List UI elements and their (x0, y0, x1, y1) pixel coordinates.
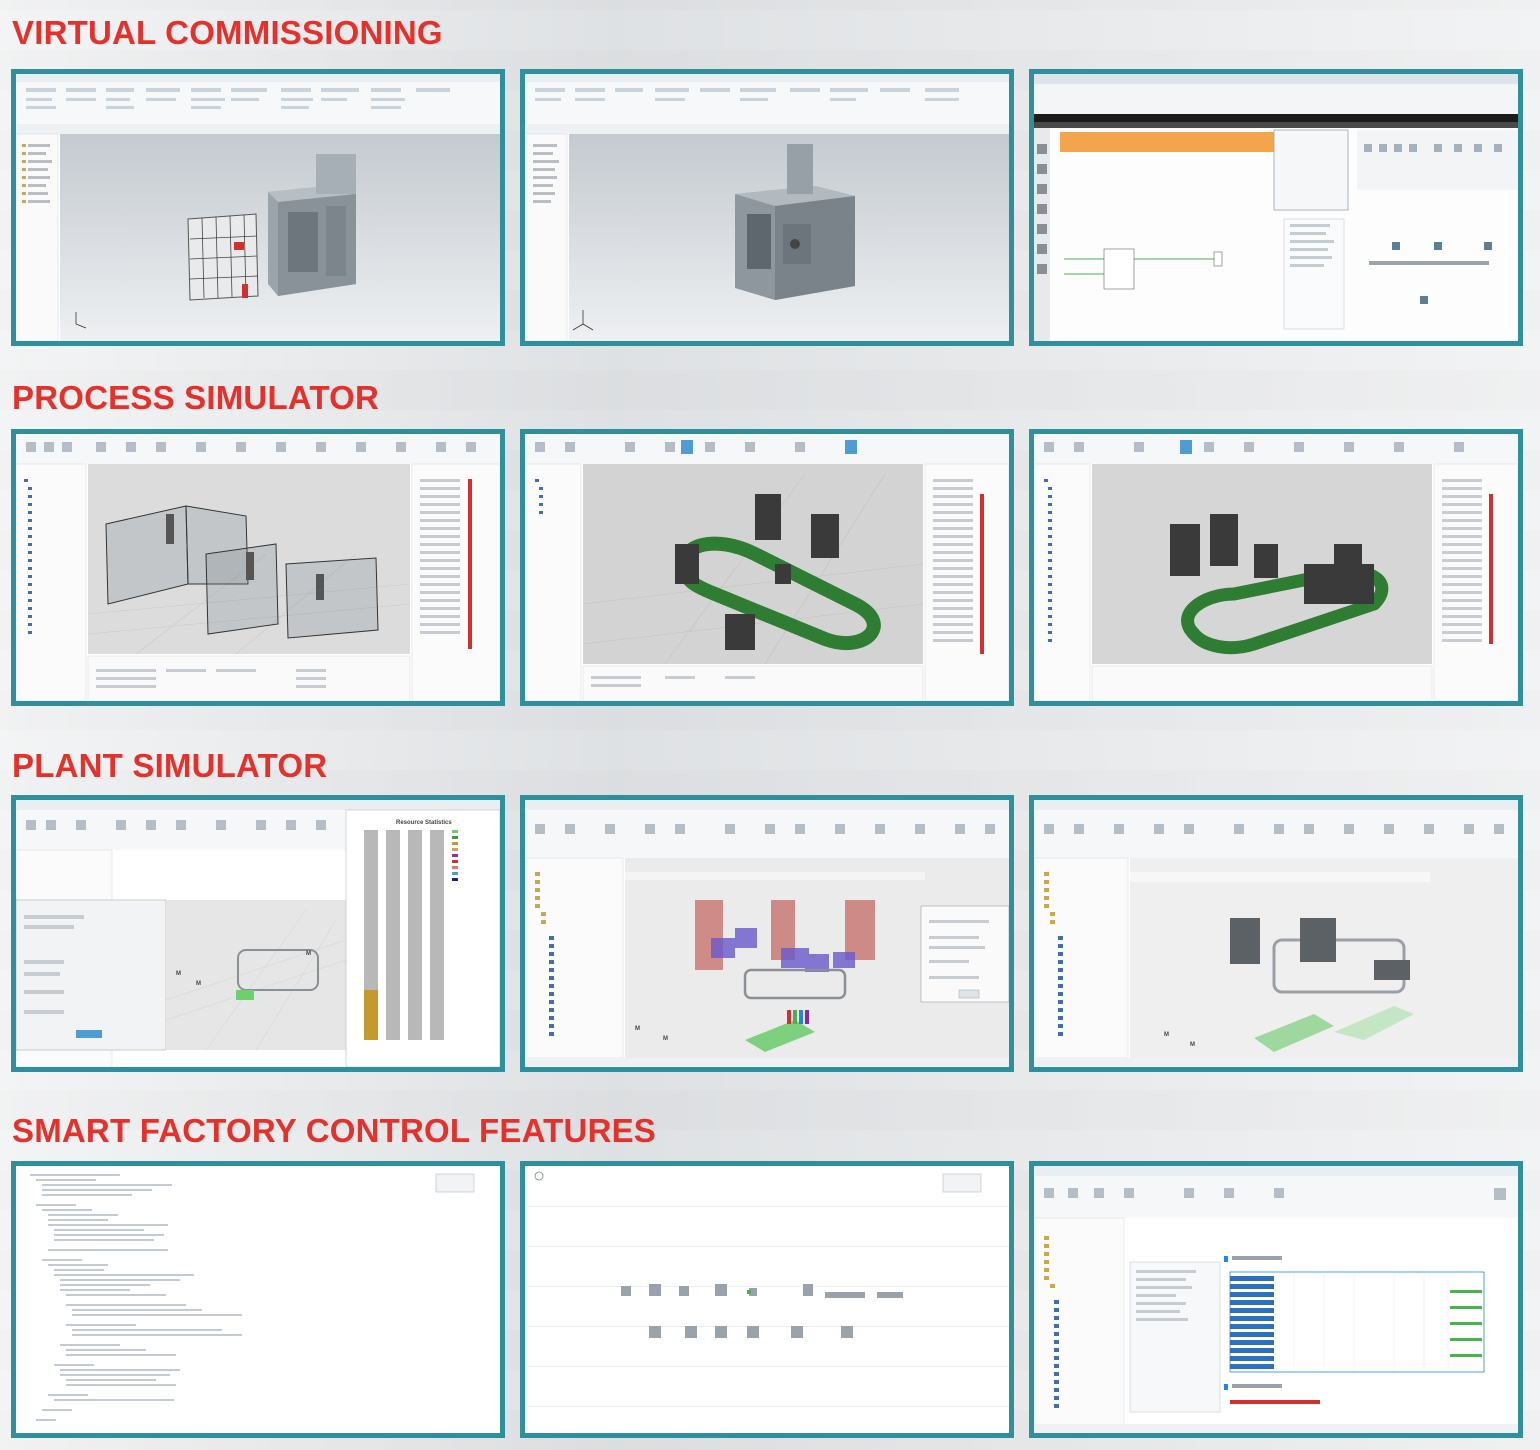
section-title-smart-factory: SMART FACTORY CONTROL FEATURES (12, 1112, 657, 1149)
svg-text:M: M (306, 951, 311, 957)
screenshot-conveyor-loop-2[interactable] (1029, 429, 1523, 706)
screenshot-resource-statistics[interactable]: M M M Resource Statistics (11, 795, 505, 1072)
section-title-process-simulator: PROCESS SIMULATOR (12, 379, 380, 416)
machine-shape-2 (735, 144, 855, 300)
screenshot-plc-editor[interactable] (1029, 69, 1523, 346)
section-title-virtual-commissioning: VIRTUAL COMMISSIONING (12, 14, 443, 51)
section-title-plant-simulator: PLANT SIMULATOR (12, 747, 328, 784)
svg-text:M: M (663, 1036, 668, 1042)
svg-text:M: M (1190, 1042, 1195, 1048)
screenshot-table-report[interactable] (1029, 1161, 1523, 1438)
screenshot-cad-machine[interactable] (520, 69, 1014, 346)
svg-text:M: M (1164, 1032, 1169, 1038)
screenshot-code-editor[interactable] (11, 1161, 505, 1438)
svg-text:M: M (635, 1026, 640, 1032)
svg-text:M: M (196, 981, 201, 987)
screenshot-cad-machine-rack[interactable] (11, 69, 505, 346)
flow-nodes (621, 1284, 903, 1338)
code-lines (30, 1174, 242, 1421)
resource-bars (364, 830, 444, 1040)
screenshot-robot-cells[interactable] (11, 429, 505, 706)
resource-statistics-title: Resource Statistics (396, 820, 452, 826)
machine-shape (268, 154, 356, 296)
legend-swatches (452, 830, 458, 881)
colored-product-strips (787, 1010, 809, 1024)
statistics-table (1229, 1271, 1485, 1373)
rack-shape (187, 213, 259, 301)
conveyor-track (676, 536, 881, 650)
svg-text:M: M (176, 971, 181, 977)
robot-cell-fences (105, 505, 379, 639)
screenshot-conveyor-loop[interactable] (520, 429, 1014, 706)
screenshot-flow-diagram[interactable] (520, 1161, 1014, 1438)
